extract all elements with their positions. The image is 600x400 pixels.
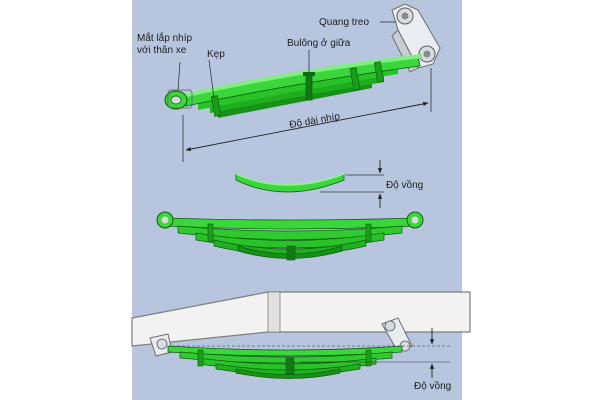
shackle-bracket — [391, 3, 441, 73]
spring-length-dimension — [185, 101, 429, 152]
label-shackle: Quang treo — [319, 17, 369, 28]
label-spring-length: Độ dài nhíp — [289, 111, 342, 131]
label-center-bolt: Bulông ở giữa — [287, 37, 351, 49]
label-mount-eye-line2: với thân xe — [137, 45, 187, 56]
single-leaf-camber-view — [235, 160, 384, 208]
installed-spring-view — [164, 3, 441, 162]
frame-mounted-spring-view — [131, 291, 471, 379]
assembled-spring-side-view — [156, 211, 424, 261]
label-camber-top: Độ vồng — [386, 179, 423, 191]
label-clamp: Kẹp — [207, 49, 225, 60]
label-mount-eye-line1: Mắt lắp nhíp — [137, 31, 192, 44]
label-camber-bottom: Độ vồng — [414, 380, 451, 392]
front-mount-eye — [164, 89, 193, 110]
vehicle-frame — [131, 291, 471, 347]
center-bolt — [303, 72, 315, 101]
